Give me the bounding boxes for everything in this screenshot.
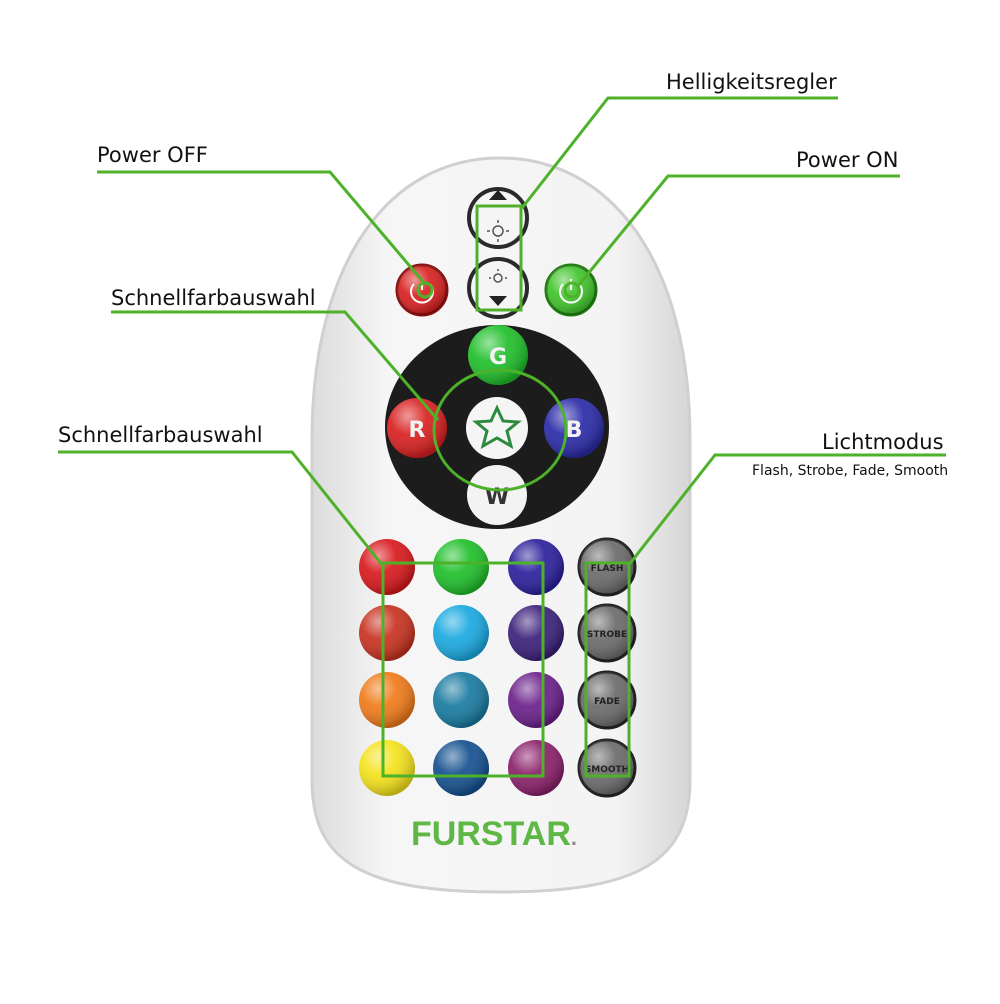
quick-color-1-leader: [111, 310, 440, 421]
sun-dim-icon: [489, 269, 507, 283]
color-button[interactable]: [433, 740, 489, 796]
mode-button-flash[interactable]: FLASH: [577, 537, 637, 597]
light-mode-leader: [626, 453, 946, 567]
quick-color-2-leader: [58, 450, 385, 567]
mode-button-fade[interactable]: FADE: [577, 670, 637, 730]
power-off-label: Power OFF: [97, 143, 208, 167]
mode-button-smooth[interactable]: SMOOTH: [577, 738, 637, 798]
color-button[interactable]: [359, 605, 415, 661]
palette-highlight: [381, 561, 545, 778]
color-button[interactable]: [359, 672, 415, 728]
sun-icon: [487, 220, 509, 242]
color-button[interactable]: [508, 672, 564, 728]
color-button[interactable]: [508, 605, 564, 661]
color-button[interactable]: [433, 672, 489, 728]
brightness-highlight: [475, 204, 523, 312]
power-off-button[interactable]: [395, 263, 449, 317]
white-button[interactable]: W: [467, 465, 527, 525]
power-on-highlight: [563, 281, 581, 299]
svg-text:B: B: [566, 418, 583, 443]
quick-color-label-2: Schnellfarbauswahl: [58, 423, 263, 447]
brightness-leader: [520, 96, 838, 209]
brightness-up-button[interactable]: [467, 187, 529, 249]
modes-highlight: [584, 561, 631, 778]
mode-button-label: FADE: [594, 697, 620, 707]
brightness-label: Helligkeitsregler: [666, 70, 837, 94]
star-icon: [472, 404, 522, 450]
quick-color-label-1: Schnellfarbauswahl: [111, 286, 316, 310]
power-on-label: Power ON: [796, 148, 899, 172]
mode-button-label: STROBE: [587, 630, 627, 640]
power-off-leader: [97, 170, 427, 285]
light-mode-label: Lichtmodus: [822, 430, 944, 454]
star-button[interactable]: [466, 397, 528, 459]
brightness-down-button[interactable]: [467, 257, 529, 319]
power-on-leader: [576, 174, 900, 287]
svg-text:G: G: [489, 345, 507, 370]
color-button[interactable]: [508, 740, 564, 796]
svg-text:R: R: [409, 418, 426, 443]
mode-button-strobe[interactable]: STROBE: [577, 603, 637, 663]
color-button[interactable]: [433, 605, 489, 661]
color-palette: [359, 539, 564, 796]
color-button[interactable]: [433, 539, 489, 595]
brand-logo: FURSTAR.: [411, 815, 577, 853]
blue-button[interactable]: B: [544, 398, 604, 458]
color-button[interactable]: [359, 740, 415, 796]
dial-highlight: [432, 368, 568, 492]
mode-buttons: FLASH STROBE FADE SMOOTH: [577, 537, 637, 798]
color-button[interactable]: [508, 539, 564, 595]
light-mode-sublabel: Flash, Strobe, Fade, Smooth: [752, 463, 949, 479]
mode-button-label: FLASH: [591, 564, 624, 574]
mode-button-label: SMOOTH: [585, 765, 629, 775]
green-button[interactable]: G: [468, 325, 528, 385]
